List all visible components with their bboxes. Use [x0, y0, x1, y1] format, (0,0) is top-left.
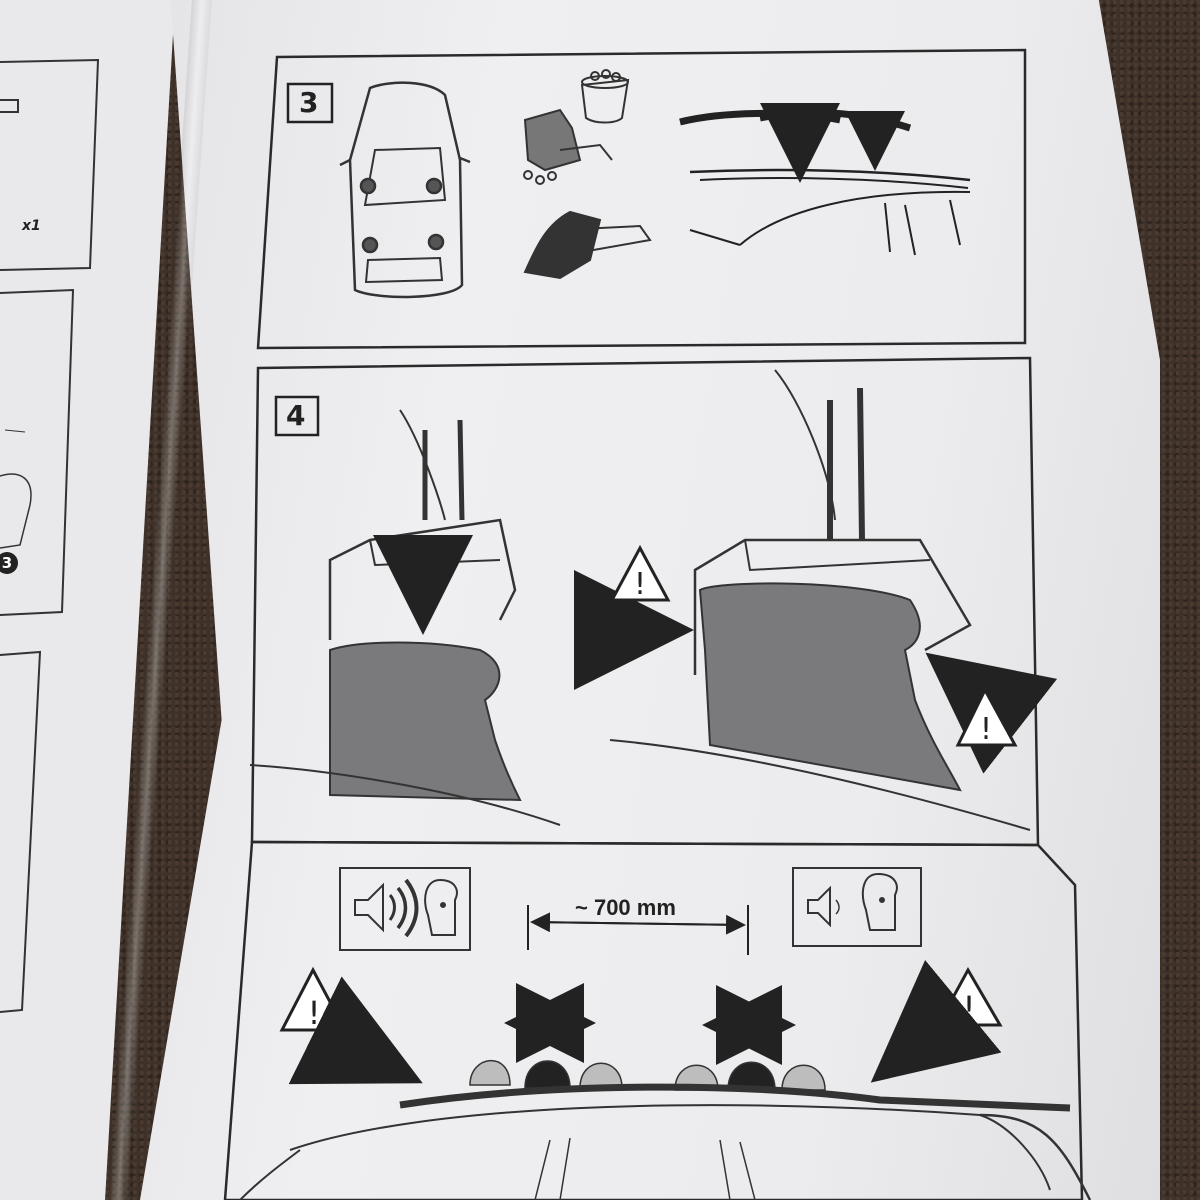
- step-4-box: [274, 395, 320, 437]
- foot-clamped-illustration: [574, 369, 1058, 831]
- spacing-label: ~ 700 mm: [575, 895, 676, 920]
- circled-step-number: 3: [0, 552, 18, 574]
- adjust-arrows-icon: [504, 983, 796, 1065]
- car-top-view-icon: [339, 81, 471, 299]
- warning-triangle-icon: !: [279, 966, 423, 1085]
- spacing-dimension-line: [527, 905, 749, 955]
- loud-speaker-icon: [339, 867, 471, 951]
- quiet-speaker-icon: [792, 867, 922, 947]
- svg-text:!: !: [963, 989, 976, 1027]
- roof-bars-install-illustration: [679, 103, 971, 256]
- washing-sponge-icon: [523, 69, 630, 185]
- svg-text:!: !: [634, 567, 646, 602]
- step-3-number: 3: [299, 86, 319, 119]
- svg-text:!: !: [308, 994, 321, 1032]
- drying-cloth-icon: [523, 210, 652, 280]
- step-3-panel: [256, 48, 1027, 350]
- left-panels: [0, 58, 100, 1013]
- warning-triangle-icon: !: [955, 686, 1018, 747]
- svg-text:!: !: [980, 712, 992, 747]
- quantity-label: x1: [22, 218, 41, 234]
- car-roof-illustration: [239, 1083, 1092, 1200]
- warning-triangle-icon: !: [870, 959, 1003, 1083]
- warning-triangle-icon: !: [609, 544, 671, 602]
- bottom-panel: ! !: [223, 840, 1092, 1200]
- step-3-box: [286, 82, 334, 124]
- foot-lowering-illustration: [249, 409, 561, 826]
- step-4-panel: ! !: [249, 356, 1058, 847]
- step-4-number: 4: [286, 399, 306, 432]
